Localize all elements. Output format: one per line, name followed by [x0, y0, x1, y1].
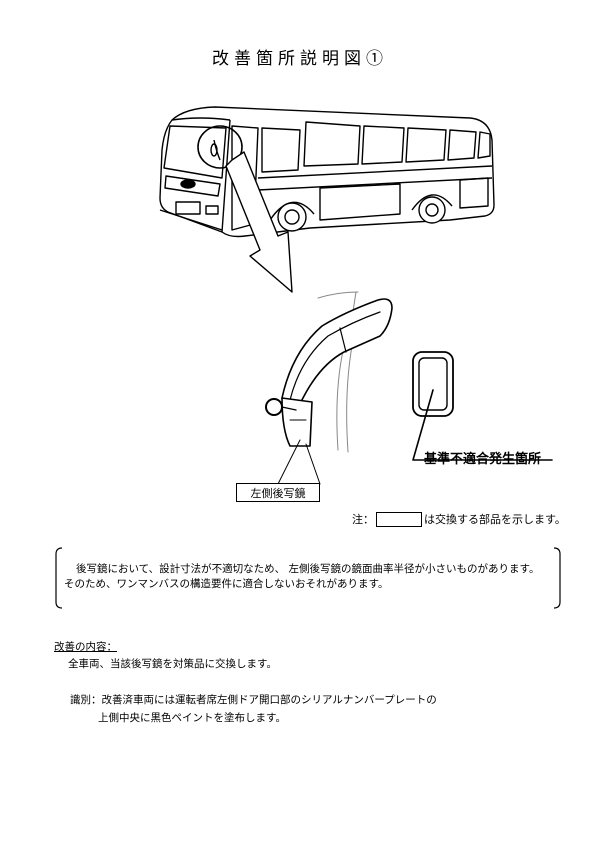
description-brackets	[55, 547, 561, 609]
mirror-label: 左側後写鏡	[236, 483, 320, 502]
issue-location-label: 基準不適合発生箇所	[424, 452, 542, 467]
page-title: 改善箇所説明図①	[212, 49, 388, 69]
identification-line-1: 識別：改善済車両には運転者席左側ドア開口部のシリアルナンバープレートの	[70, 694, 437, 706]
identification-line-2: 上側中央に黒色ペイントを塗布します。	[98, 712, 286, 724]
callout-arrow	[225, 151, 293, 293]
description-line-1: 後写鏡において、設計寸法が不適切なため、 左側後写鏡の鏡面曲率半径が小さいものが…	[76, 563, 540, 575]
replacement-box-legend	[376, 511, 422, 527]
improvement-body: 全車両、当該後写鏡を対策品に交換します。	[68, 658, 277, 670]
improvement-heading: 改善の内容：	[54, 641, 117, 653]
description-box: 後写鏡において、設計寸法が不適切なため、 左側後写鏡の鏡面曲率半径が小さいものが…	[54, 546, 562, 610]
bus-illustration	[159, 106, 495, 238]
description-line-2: そのため、ワンマンバスの構造要件に適合しないおそれがあります。	[64, 578, 389, 590]
mirror-detail	[265, 291, 553, 485]
note-prefix: 注：	[352, 513, 374, 526]
note-suffix: は交換する部品を示します。	[424, 513, 566, 526]
parts-note: 注： は交換する部品を示します。	[352, 511, 566, 527]
